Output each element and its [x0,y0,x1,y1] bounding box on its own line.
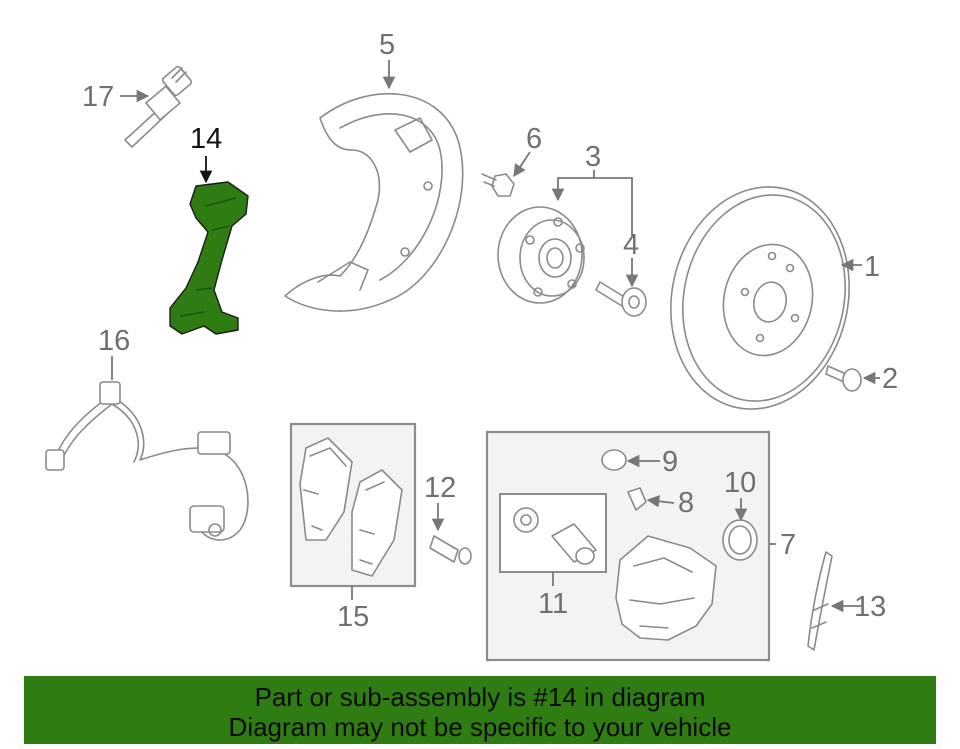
label-4: 4 [623,229,639,261]
label-1: 1 [864,251,880,283]
label-14: 14 [190,123,222,155]
label-5: 5 [379,29,395,61]
callout-labels: 17 14 5 6 3 4 1 2 16 9 8 10 12 7 13 11 1… [82,29,898,633]
label-3: 3 [585,141,601,173]
part-11-bushings [513,507,597,565]
caliper-body [615,535,717,641]
info-banner: Part or sub-assembly is #14 in diagram D… [24,676,936,744]
part-4-bolt [595,281,647,317]
part-16-abs-harness [45,381,249,541]
part-14-caliper-bracket [169,181,249,335]
part-13-clip [807,551,833,651]
label-2: 2 [882,363,898,395]
part-12-guide-pin [429,535,472,565]
part-7-caliper-box [485,430,771,662]
banner-line-2: Diagram may not be specific to your vehi… [228,712,732,742]
label-7: 7 [780,529,796,561]
part-5-dust-shield [284,92,464,312]
label-12: 12 [424,472,456,504]
part-2-bolt [825,365,862,392]
label-13: 13 [854,591,886,623]
part-9-bleeder-cap [601,449,627,471]
leader-lines [111,60,880,613]
label-6: 6 [526,123,542,155]
part-3-hub-assembly [497,206,585,304]
label-15: 15 [337,601,369,633]
banner-line-1: Part or sub-assembly is #14 in diagram [254,682,706,712]
part-10-seal-ring [722,519,758,561]
label-10: 10 [724,467,756,499]
part-15-brake-pads-box [289,422,417,588]
label-9: 9 [662,446,678,478]
part-1-brake-disc [670,186,850,410]
label-16: 16 [98,325,130,357]
part-8-bleeder-screw [627,487,647,511]
part-17-sensor-bolt [124,65,193,148]
label-11: 11 [538,588,568,620]
label-17: 17 [82,81,114,113]
part-6-bolt [481,173,515,197]
label-8: 8 [678,487,694,519]
